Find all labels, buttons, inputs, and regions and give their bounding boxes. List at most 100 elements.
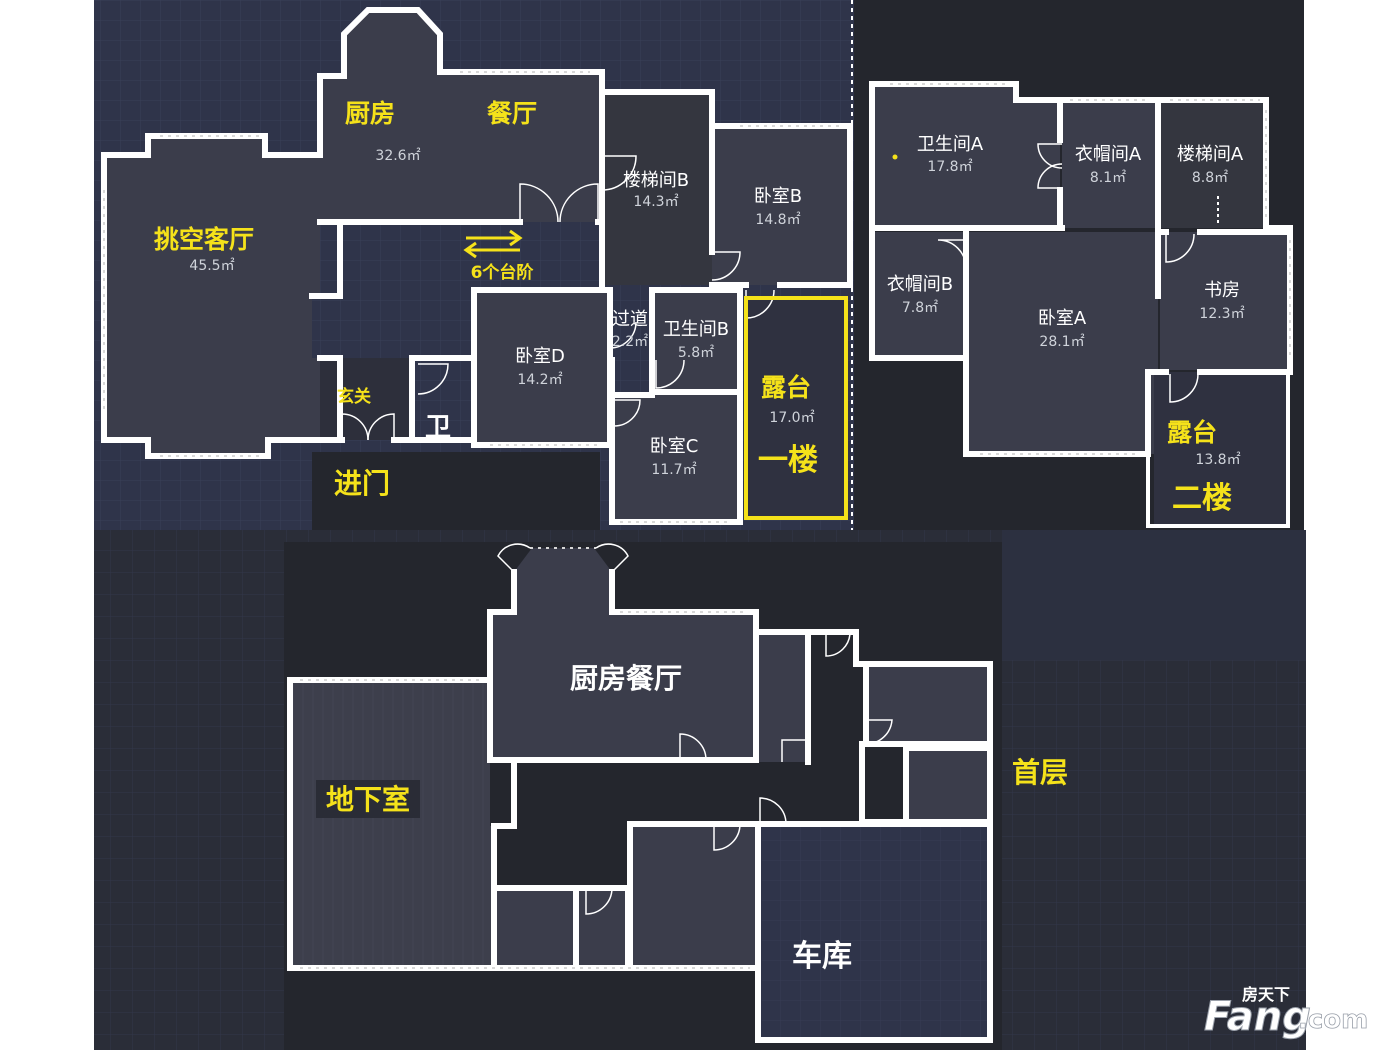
bedroom-c-door (613, 399, 641, 427)
bedroom-c-area-text: 11.7㎡ (651, 462, 696, 478)
room2-door (865, 719, 893, 745)
basement-inner-walls (487, 629, 759, 971)
dining-door-left (519, 183, 559, 223)
bath-a-area (874, 84, 1060, 228)
wc-door (417, 363, 449, 395)
floor2-inner-mid (963, 229, 1293, 361)
room-small-b (578, 888, 628, 968)
bedroom-c-area (614, 395, 738, 522)
floor1-plan: 挑空客厅 45.5㎡ 厨房 餐厅 32.6㎡ 楼梯间B 14.3㎡ 卧室B 14… (101, 7, 853, 530)
steps-arrow-icon (463, 229, 523, 259)
floor2-inner-top (871, 97, 1161, 231)
basement-outer-left (287, 677, 761, 971)
watermark-top-text: 房天下 (1242, 985, 1290, 1004)
bedroom-b-area (712, 126, 850, 285)
bath-b-door (655, 359, 685, 389)
terrace-2f-area (1154, 372, 1288, 526)
bath-b-area (654, 292, 738, 390)
entrance-area (312, 452, 600, 530)
closet-a-door-top (1037, 143, 1063, 169)
dining-door-right (559, 183, 599, 223)
stair-door (825, 631, 851, 657)
steps-label: 6个台阶 (471, 262, 535, 283)
bath-a-marker (892, 154, 898, 160)
stair-b-area-text: 14.3㎡ (633, 194, 678, 210)
bath-a-area-text: 17.8㎡ (927, 159, 972, 175)
garage-label: 车库 (792, 939, 852, 974)
kd-door (679, 733, 707, 761)
study-area (1160, 232, 1290, 370)
study-area-text: 12.3㎡ (1199, 306, 1244, 322)
floor2-tag: 二楼 (1172, 481, 1232, 516)
bay-door-left (497, 543, 531, 573)
garage-door (759, 797, 787, 825)
small-room-3 (906, 748, 988, 820)
watermark-domain-text: .com (1298, 1005, 1368, 1035)
bedroom-d-name: 卧室D (515, 346, 565, 367)
stair-a-area (1160, 100, 1266, 228)
floor2-outer-left (869, 81, 1151, 457)
basement-label-bg (316, 780, 420, 818)
study-door (1165, 233, 1195, 263)
floor1-tag: 一楼 (758, 443, 818, 478)
stair-b-walls (599, 89, 715, 293)
bedroom-d-area (474, 290, 610, 445)
dining-area-text: 32.6㎡ (375, 148, 420, 164)
terrace-1f-area-text: 17.0㎡ (769, 410, 814, 426)
kitchen-dining-label: 厨房餐厅 (570, 662, 682, 695)
floor2-outer-top (869, 81, 1293, 373)
stair-a-area-text: 8.8㎡ (1192, 170, 1228, 186)
closet-b-area (874, 232, 966, 358)
wc-name: 卫 (425, 413, 451, 443)
closet-a-door-bottom (1037, 163, 1063, 189)
stair-b-area (602, 92, 712, 285)
stair-b-name: 楼梯间B (623, 170, 689, 191)
bedroom-a-area (968, 232, 1158, 454)
small-room-2 (866, 664, 988, 744)
kitchen-dining-area (320, 10, 602, 222)
basement-side-panel (1002, 530, 1306, 660)
closet-a-area (1062, 100, 1156, 228)
fang-watermark-logo: 房天下 Fang .com (1204, 985, 1369, 1041)
bedroom-d-area-text: 14.2㎡ (517, 372, 562, 388)
closet-a-area-text: 8.1㎡ (1090, 170, 1126, 186)
bedroom-b-door (711, 251, 741, 281)
corridor-name: 过道 (612, 309, 648, 330)
bedroom-c-name: 卧室C (650, 436, 699, 457)
closet-b-name: 衣帽间B (887, 274, 953, 295)
kitchen-name: 厨房 (345, 99, 395, 128)
floor2-plan: 卫生间A 17.8㎡ 衣帽间A 8.1㎡ 楼梯间A 8.8㎡ 衣帽间B 7.8㎡… (869, 81, 1293, 528)
kitchen-dining-b-area (492, 548, 756, 760)
terrace-2f-door (1169, 373, 1199, 403)
closet-b-area-text: 7.8㎡ (902, 300, 938, 316)
terrace-2f-area-text: 13.8㎡ (1195, 452, 1240, 468)
ground-floor-tag: 首层 (1012, 756, 1068, 789)
foyer-door-right (367, 413, 395, 441)
terrace-1f-name: 露台 (761, 373, 811, 402)
basement-room-area (290, 680, 494, 968)
basement-plan: 厨房餐厅 地下室 车库 首层 (287, 543, 1068, 1043)
small-b-door (585, 887, 613, 915)
watermark-brand-text: Fang (1204, 994, 1311, 1040)
room1-door (781, 739, 808, 762)
living-room-area (104, 136, 320, 456)
terrace-1f-area (746, 298, 846, 518)
stair-a-name: 楼梯间A (1177, 144, 1244, 165)
small-room-1 (758, 632, 808, 762)
bedroom-b-area-text: 14.8㎡ (755, 212, 800, 228)
study-name: 书房 (1204, 280, 1240, 301)
floor1-outer-wall-left (101, 152, 323, 459)
closet-b-door (937, 239, 967, 269)
terrace-2f-name: 露台 (1167, 418, 1217, 447)
corridor-area-text: 2.2㎡ (612, 334, 648, 350)
room-center (630, 824, 758, 968)
room-small-a (494, 888, 576, 968)
dining-name: 餐厅 (487, 99, 537, 128)
closet-a-name: 衣帽间A (1075, 144, 1142, 165)
terrace-highlight (744, 296, 848, 520)
bedroom-a-name: 卧室A (1038, 308, 1087, 329)
foyer-door-left (341, 413, 369, 441)
living-room-area-text: 45.5㎡ (189, 258, 234, 274)
living-partition (309, 225, 343, 443)
living-room-name: 挑空客厅 (154, 225, 254, 254)
